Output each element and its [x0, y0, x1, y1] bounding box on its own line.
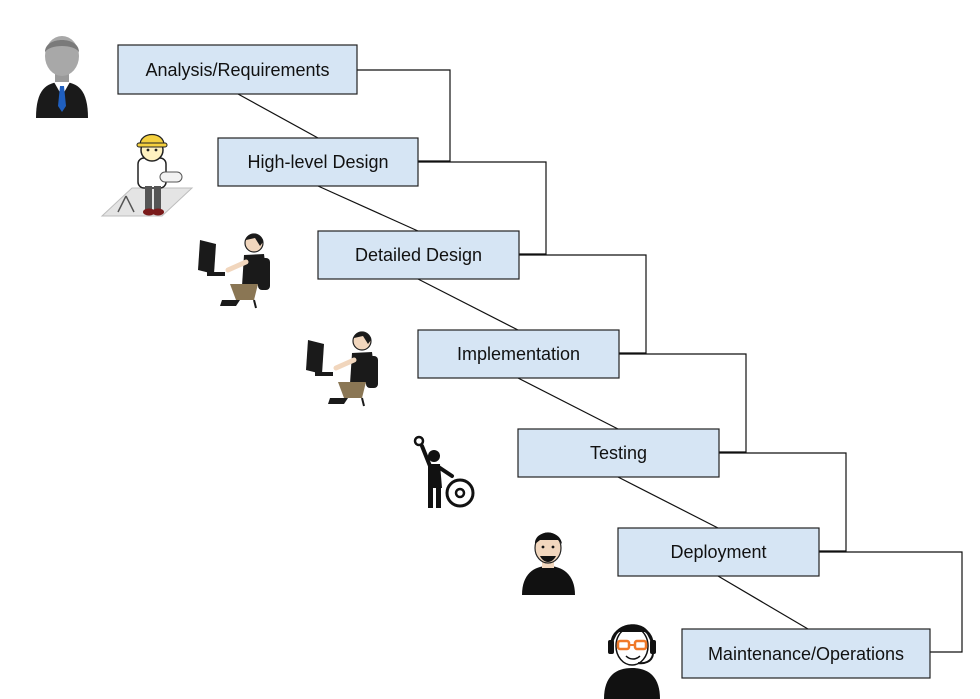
return-6 — [819, 551, 963, 653]
manager-icon — [36, 36, 88, 118]
stage-implementation: Implementation — [417, 329, 620, 379]
diagonal-4 — [517, 377, 619, 430]
diagonal-2 — [317, 185, 419, 232]
diagonal-6 — [717, 575, 809, 630]
return-4 — [619, 353, 747, 453]
stage-box — [217, 137, 419, 187]
support-headset-person-icon — [604, 624, 660, 699]
diagonal-3 — [417, 278, 519, 331]
stage-box — [417, 329, 620, 379]
flow-returns — [357, 69, 963, 653]
stage-label: Implementation — [457, 344, 580, 364]
stage-box — [617, 527, 820, 577]
stage-box — [117, 44, 358, 95]
stage-box — [517, 428, 720, 478]
diagonal-1 — [237, 93, 319, 139]
stage-box — [681, 628, 931, 679]
stage-detailed-design: Detailed Design — [317, 230, 520, 280]
stage-label: Testing — [590, 443, 647, 463]
flow-diagonals — [237, 93, 809, 630]
stage-label: Maintenance/Operations — [708, 644, 904, 664]
stage-label: Deployment — [670, 542, 766, 562]
return-1 — [357, 69, 451, 162]
diagonal-5 — [617, 476, 719, 529]
stage-high-level-design: High-level Design — [217, 137, 419, 187]
stage-testing: Testing — [517, 428, 720, 478]
stage-analysis: Analysis/Requirements — [117, 44, 358, 95]
stage-label: Detailed Design — [355, 245, 482, 265]
stage-label: High-level Design — [247, 152, 388, 172]
return-3 — [519, 254, 647, 354]
tester-with-tools-icon — [413, 435, 475, 508]
architect-icon — [100, 133, 194, 217]
stage-label: Analysis/Requirements — [145, 60, 329, 80]
stage-maintenance: Maintenance/Operations — [681, 628, 931, 679]
stage-deployment: Deployment — [617, 527, 820, 577]
return-2 — [418, 161, 547, 255]
stage-box — [317, 230, 520, 280]
return-5 — [719, 452, 847, 552]
developer-at-computer-icon — [306, 331, 378, 407]
deployer-person-icon — [522, 532, 575, 595]
designer-at-computer-icon — [198, 233, 270, 309]
